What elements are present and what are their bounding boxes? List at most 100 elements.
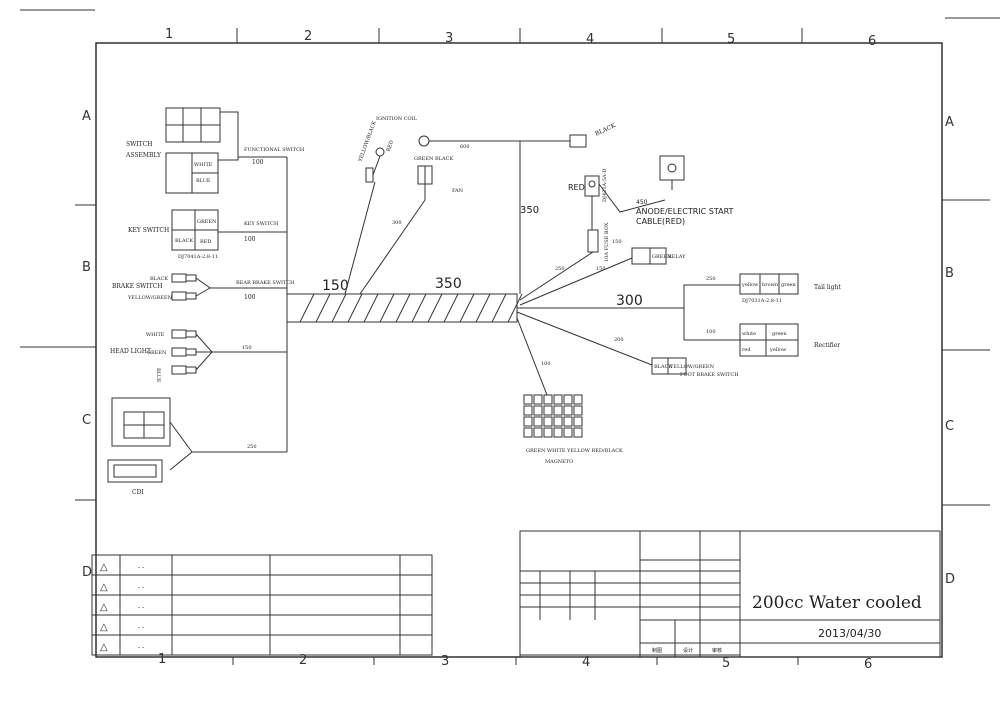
sign-design: 设计 — [683, 647, 693, 654]
rev-value: - - — [138, 604, 144, 611]
tail-light-connector — [739, 273, 799, 295]
hl-white-label: WHITE — [146, 332, 165, 338]
switch-blue-label: BLUE — [196, 178, 211, 184]
row-label-b-right: B — [945, 266, 954, 281]
relay-connector — [631, 247, 667, 265]
sign-check: 审核 — [712, 647, 722, 654]
rev-mark: △ — [100, 602, 108, 613]
foot-brake-connector — [651, 357, 687, 375]
key-switch-right-label: KEY SWITCH — [244, 221, 279, 227]
hl-green-label: GREEN — [147, 350, 167, 356]
rear-brake-length: 100 — [244, 294, 256, 301]
rectifier-connector — [739, 323, 799, 357]
cdi-label: CDI — [132, 489, 144, 496]
sign-drawn: 制图 — [652, 647, 662, 654]
rev-mark: △ — [100, 562, 108, 573]
rectifier-label: Rectifier — [814, 342, 840, 349]
green-black-label: GREEN BLACK — [414, 156, 453, 162]
rect-yellow: yellow — [769, 347, 787, 353]
relay-length: 150 — [596, 266, 606, 272]
col-label-3-bottom: 3 — [441, 654, 449, 669]
revision-table — [91, 554, 433, 656]
black-ring-terminal-left — [418, 135, 430, 147]
foot-yg-label: YELLOW/GREEN — [669, 364, 715, 370]
yellow-black-label: YELLOW/BLACK — [357, 120, 378, 163]
functional-switch-label: FUNCTIONAL SWITCH — [244, 147, 305, 153]
tail-part: DJ7031A-2.8-11 — [742, 298, 782, 304]
len-200-label: 200 — [614, 337, 624, 343]
tail-light-label: Tail light — [814, 284, 841, 291]
fuse-length: 150 — [612, 239, 622, 245]
col-label-2-top: 2 — [304, 29, 312, 44]
row-ticks — [20, 199, 990, 506]
harness-length-350: 350 — [435, 276, 462, 292]
head-light-length: 150 — [242, 345, 252, 351]
revision-rows: △ - - △ - - △ - - △ - - △ - - — [100, 562, 144, 653]
head-light-plugs — [171, 329, 197, 375]
row-label-b-left: B — [82, 260, 91, 275]
foot-black-label: BLACK — [654, 364, 672, 370]
key-switch-length: 100 — [244, 236, 256, 243]
cdi-connector — [107, 397, 171, 483]
row-label-d-left: D — [82, 565, 92, 580]
rect-white: white — [742, 331, 756, 337]
col-label-1-top: 1 — [165, 27, 173, 42]
key-green: GREEN — [197, 219, 217, 225]
col-label-6-bottom: 6 — [864, 657, 872, 672]
tail-length: 250 — [706, 276, 716, 282]
col-label-4-bottom: 4 — [582, 655, 590, 670]
magneto-label: MAGNETO — [545, 459, 573, 465]
len-450-label: 450 — [636, 199, 648, 206]
title-block — [519, 530, 941, 658]
key-red: RED — [200, 239, 211, 245]
key-part-number: DJ7041A-2.8-11 — [178, 254, 218, 260]
col-label-1-bottom: 1 — [158, 652, 166, 667]
rect-green: green — [772, 331, 788, 337]
foot-brake-label: FOOT BRAKE SWITCH — [680, 372, 739, 378]
len-300-label: 300 — [392, 220, 402, 226]
col-label-5-top: 5 — [727, 32, 735, 47]
fan-label: FAN — [452, 188, 464, 194]
len-100-mag-label: 100 — [541, 361, 551, 367]
tail-brown: brown — [762, 282, 779, 288]
rev-mark: △ — [100, 582, 108, 593]
len-250-label: 250 — [555, 266, 565, 272]
relay-label: RELAY — [668, 254, 686, 260]
switch-assembly-label-2: ASSEMBLY — [125, 152, 162, 159]
row-label-a-right: A — [945, 115, 954, 130]
len-600-label: 600 — [460, 144, 470, 150]
relay-green-label: GREEN — [652, 254, 672, 260]
tail-green: green — [781, 282, 797, 288]
brake-switch-plugs — [171, 273, 197, 301]
len-350-left-label: 350 — [520, 205, 539, 216]
fuse-label: 10A FUSE BOX — [604, 222, 610, 262]
key-switch-connector — [171, 209, 219, 251]
fuse-box — [587, 229, 599, 253]
black-ring-terminal-right — [569, 134, 587, 148]
main-harness — [286, 293, 523, 323]
ignition-coil-terminals — [365, 147, 385, 183]
fan-connector — [417, 165, 433, 185]
col-label-4-top: 4 — [586, 32, 594, 47]
rectifier-length: 100 — [706, 329, 716, 335]
black-top-label: BLACK — [594, 122, 617, 138]
rev-value: - - — [138, 624, 144, 631]
switch-white-label: WHITE — [194, 162, 213, 168]
rev-value: - - — [138, 644, 144, 651]
mag-colors-label: GREEN WHITE YELLOW RED/BLACK — [526, 448, 623, 454]
cable-red-label: CABLE(RED) — [636, 217, 685, 226]
ignition-coil-label: IGNITION COIL — [376, 116, 418, 122]
row-label-d-right: D — [945, 572, 955, 587]
col-label-5-bottom: 5 — [722, 656, 730, 671]
key-switch-label: KEY SWITCH — [128, 227, 169, 234]
part-dj-label: DJ431A-5A-D — [602, 169, 608, 202]
head-light-label: HEAD LIGHT — [110, 348, 151, 355]
col-label-3-top: 3 — [445, 31, 453, 46]
red-top-label: RED — [568, 183, 585, 192]
col-label-6-top: 6 — [868, 34, 876, 49]
len-300-main-label: 300 — [616, 293, 643, 309]
switch-assembly-connector — [165, 107, 221, 143]
rev-mark: △ — [100, 642, 108, 653]
drawing-date: 2013/04/30 — [818, 627, 881, 640]
